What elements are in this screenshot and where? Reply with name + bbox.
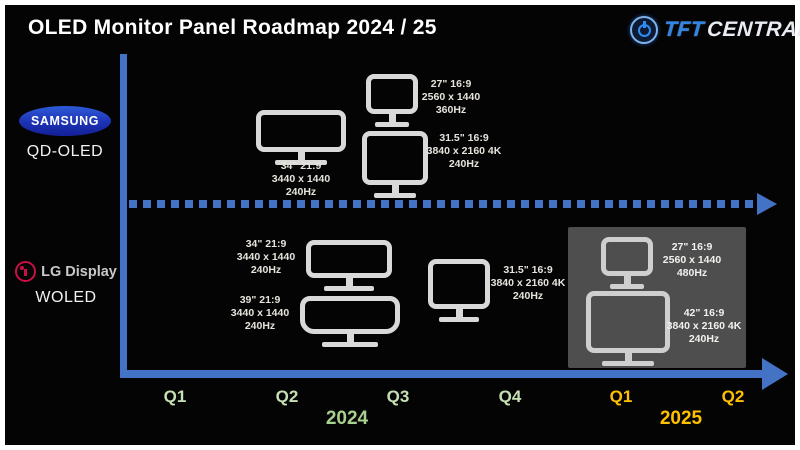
panel-label: 42" 16:9 3840 x 2160 4K 240Hz	[664, 307, 744, 346]
power-button-icon	[630, 16, 658, 44]
qd-oled-label: QD-OLED	[26, 143, 104, 160]
panel-label: 34" 21:9 3440 x 1440 240Hz	[251, 160, 351, 199]
monitor-icon	[586, 291, 670, 366]
lane-divider-dotted-line	[129, 200, 757, 208]
panel-label: 27" 16:9 2560 x 1440 480Hz	[654, 241, 730, 280]
panel-resolution: 3440 x 1440	[230, 307, 290, 319]
panel-resolution: 3840 x 2160 4K	[426, 145, 502, 157]
logo-text-central: CENTRAL	[706, 18, 800, 41]
tft-central-logo: TFTCENTRAL	[630, 16, 800, 44]
panel-refresh: 240Hz	[244, 320, 276, 332]
samsung-brand-text: SAMSUNG	[30, 114, 100, 128]
panel-refresh: 240Hz	[448, 158, 480, 170]
monitor-icon	[428, 259, 490, 322]
logo-text-tft: TFT	[663, 18, 705, 41]
panel-size: 31.5" 16:9	[503, 264, 553, 276]
lane-divider-arrowhead-icon	[757, 193, 777, 215]
tft-central-wordmark: TFTCENTRAL	[663, 18, 800, 42]
panel-size: 34" 21:9	[280, 160, 322, 172]
axis-year-2024: 2024	[325, 408, 369, 429]
timeline-arrowhead-icon	[762, 358, 788, 390]
axis-label-q3-2024: Q3	[386, 387, 410, 406]
woled-label: WOLED	[35, 289, 97, 306]
q1-2025-highlight-box: 27" 16:9 2560 x 1440 480Hz 42" 16:9 3840…	[568, 227, 746, 368]
axis-label-q1-2024: Q1	[163, 387, 187, 406]
ultrawide-monitor-icon	[256, 110, 346, 165]
monitor-icon	[362, 131, 428, 198]
curved-ultrawide-monitor-icon	[300, 296, 400, 347]
timeline-axis-line	[120, 370, 766, 378]
monitor-icon	[366, 74, 418, 127]
axis-label-q2-2024: Q2	[275, 387, 299, 406]
lg-lane-label: LG Display WOLED	[14, 261, 118, 307]
panel-size: 42" 16:9	[683, 307, 725, 319]
axis-label-q4-2024: Q4	[498, 387, 522, 406]
panel-size: 34" 21:9	[245, 238, 287, 250]
panel-label: 34" 21:9 3440 x 1440 240Hz	[228, 238, 304, 277]
panel-refresh: 480Hz	[676, 267, 708, 279]
panel-resolution: 3440 x 1440	[236, 251, 296, 263]
page-title: OLED Monitor Panel Roadmap 2024 / 25	[28, 16, 437, 39]
lg-logo-icon	[15, 261, 37, 282]
panel-refresh: 240Hz	[512, 290, 544, 302]
lg-brand-text: LG Display	[41, 263, 117, 280]
panel-resolution: 3440 x 1440	[271, 173, 331, 185]
monitor-icon	[601, 237, 653, 289]
panel-resolution: 2560 x 1440	[662, 254, 722, 266]
axis-year-2025: 2025	[659, 408, 703, 429]
panel-resolution: 3840 x 2160 4K	[666, 320, 742, 332]
panel-size: 27" 16:9	[430, 78, 472, 90]
panel-label: 31.5" 16:9 3840 x 2160 4K 240Hz	[488, 264, 568, 303]
panel-refresh: 240Hz	[250, 264, 282, 276]
ultrawide-monitor-icon	[306, 240, 392, 291]
panel-label: 27" 16:9 2560 x 1440 360Hz	[412, 78, 490, 117]
panel-refresh: 240Hz	[285, 186, 317, 198]
axis-label-q2-2025: Q2	[721, 387, 745, 406]
panel-size: 31.5" 16:9	[439, 132, 489, 144]
panel-resolution: 2560 x 1440	[421, 91, 481, 103]
panel-refresh: 360Hz	[435, 104, 467, 116]
vertical-axis-line	[120, 54, 127, 378]
samsung-logo: SAMSUNG	[19, 106, 111, 136]
panel-size: 27" 16:9	[671, 241, 713, 253]
panel-resolution: 3840 x 2160 4K	[490, 277, 566, 289]
panel-label: 39" 21:9 3440 x 1440 240Hz	[222, 294, 298, 333]
panel-refresh: 240Hz	[688, 333, 720, 345]
samsung-lane-label: SAMSUNG QD-OLED	[16, 106, 114, 161]
panel-label: 31.5" 16:9 3840 x 2160 4K 240Hz	[424, 132, 504, 171]
axis-label-q1-2025: Q1	[609, 387, 633, 406]
panel-size: 39" 21:9	[239, 294, 281, 306]
